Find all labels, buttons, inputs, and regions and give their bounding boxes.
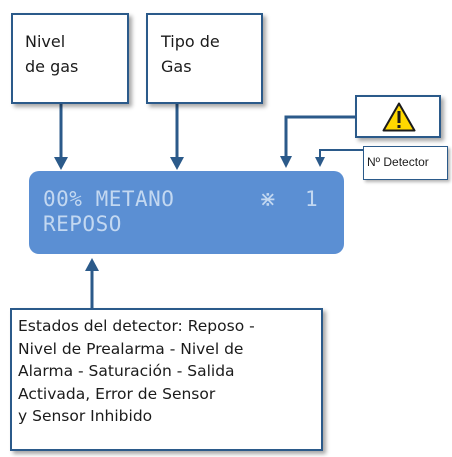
- nivel-de-gas-label-box: Nivel de gas: [11, 13, 129, 104]
- lcd-detector-number: 1: [305, 187, 319, 211]
- tipo-line-1: Tipo de: [161, 32, 220, 51]
- estados-detector-label-box: Estados del detector: Reposo - Nivel de …: [10, 308, 323, 451]
- warning-label-box: [355, 95, 441, 138]
- arrowhead-detector: [315, 157, 325, 167]
- arrowhead-nivel: [54, 157, 68, 170]
- detector-number-label-box: Nº Detector: [363, 146, 448, 180]
- lcd-display: 00% METANO REPOSO ⋇ 1: [29, 171, 344, 254]
- arrow-warning: [284, 115, 355, 159]
- tipo-de-gas-label: Tipo de Gas: [161, 29, 220, 79]
- detector-number-label: Nº Detector: [367, 155, 429, 169]
- lcd-gas-reading: 00% METANO: [43, 187, 175, 211]
- tipo-line-2: Gas: [161, 57, 192, 76]
- nivel-de-gas-label: Nivel de gas: [25, 29, 78, 79]
- arrowhead-estados: [85, 258, 99, 271]
- lcd-status: REPOSO: [43, 212, 122, 236]
- nivel-line-2: de gas: [25, 57, 79, 76]
- arrow-detector: [319, 149, 363, 159]
- tipo-de-gas-label-box: Tipo de Gas: [146, 13, 263, 104]
- arrowhead-warning: [280, 156, 292, 168]
- arrowhead-tipo: [170, 157, 184, 170]
- warning-triangle-icon: [382, 102, 416, 132]
- estados-detector-label: Estados del detector: Reposo - Nivel de …: [18, 317, 255, 426]
- nivel-line-1: Nivel: [25, 32, 66, 51]
- lcd-alarm-icon: ⋇: [259, 187, 278, 211]
